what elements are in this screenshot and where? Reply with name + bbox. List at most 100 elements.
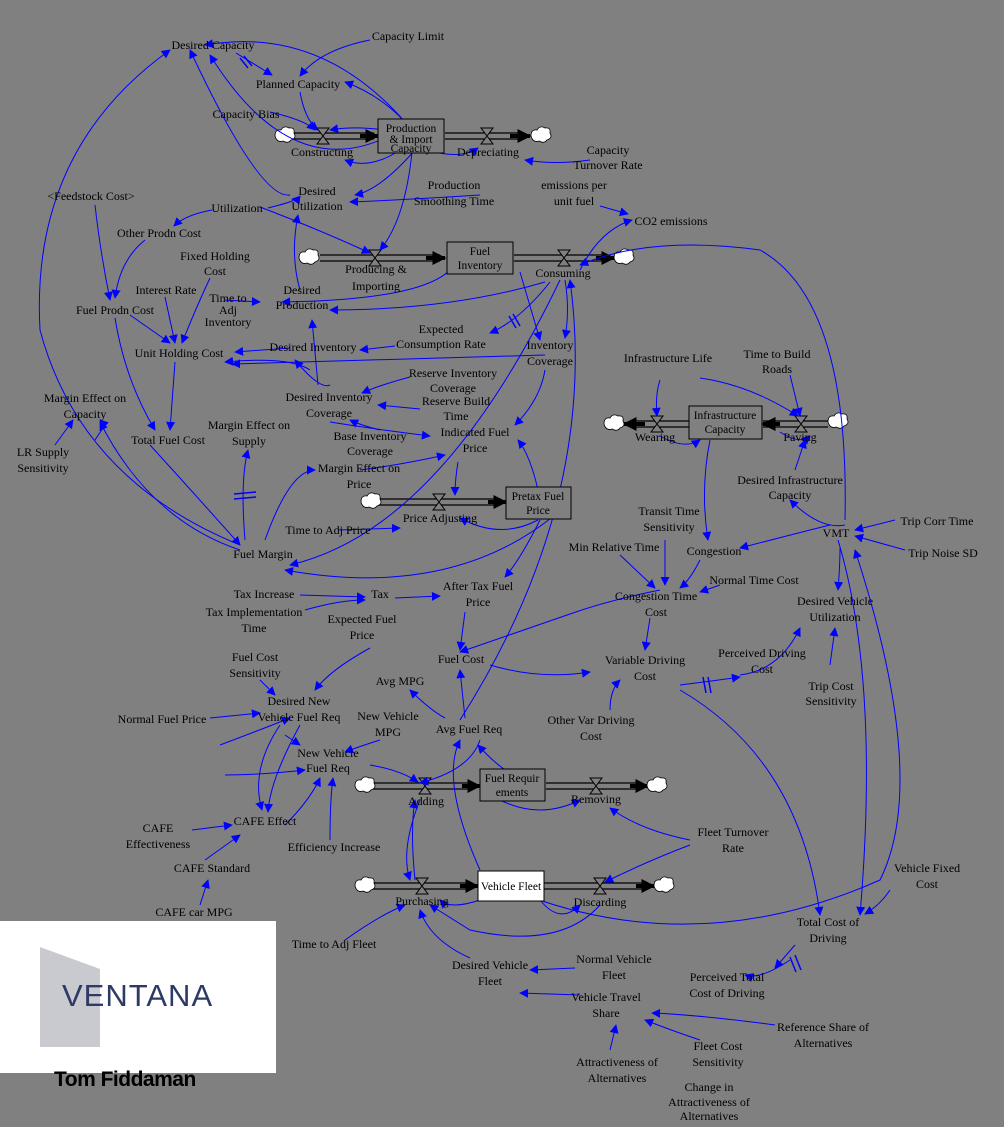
label-normal-fuel-price: Normal Fuel Price <box>118 712 207 726</box>
svg-text:Price: Price <box>347 477 372 491</box>
svg-text:Time: Time <box>242 621 267 635</box>
label-congestion: Congestion <box>687 544 742 558</box>
svg-text:MPG: MPG <box>375 725 401 739</box>
label-fuel-cost: Fuel Cost <box>438 652 485 666</box>
svg-text:Capacity: Capacity <box>705 424 746 436</box>
svg-text:Reserve Inventory: Reserve Inventory <box>409 366 497 380</box>
svg-text:After Tax Fuel: After Tax Fuel <box>443 579 514 593</box>
svg-text:Supply: Supply <box>232 434 266 448</box>
label-avg-mpg: Avg MPG <box>376 674 425 688</box>
label-wearing: Wearing <box>635 430 675 444</box>
stock-pretax-fuel-price[interactable]: Pretax Fuel Price <box>505 486 572 520</box>
svg-text:Variable Driving: Variable Driving <box>605 653 685 667</box>
svg-text:Reserve Build: Reserve Build <box>422 394 490 408</box>
svg-text:Other Var Driving: Other Var Driving <box>547 713 634 727</box>
svg-text:Coverage: Coverage <box>430 381 476 395</box>
svg-text:Infrastructure: Infrastructure <box>694 410 757 422</box>
svg-text:Vehicle Fuel Req: Vehicle Fuel Req <box>258 710 341 724</box>
cloud-icon <box>298 248 320 265</box>
svg-text:Indicated Fuel: Indicated Fuel <box>441 425 511 439</box>
svg-text:Turnover Rate: Turnover Rate <box>573 158 642 172</box>
variable-labels: Desired Capacity Capacity Limit Planned … <box>17 29 978 1123</box>
label-time-to-adj-fleet: Time to Adj Fleet <box>292 937 377 951</box>
svg-text:Alternatives: Alternatives <box>680 1109 739 1123</box>
svg-text:Cost: Cost <box>751 662 774 676</box>
stock-production-capacity[interactable]: Production & Import Capacity <box>377 118 445 155</box>
svg-text:Smoothing Time: Smoothing Time <box>414 194 494 208</box>
clouds <box>274 126 849 893</box>
svg-text:Margin Effect on: Margin Effect on <box>208 418 290 432</box>
svg-text:Fleet: Fleet <box>478 974 503 988</box>
svg-text:Inventory: Inventory <box>458 260 503 272</box>
label-price-adjusting: Price Adjusting <box>403 511 477 525</box>
svg-text:Change in: Change in <box>685 1080 734 1094</box>
svg-text:Producing &: Producing & <box>345 262 407 276</box>
svg-text:Fleet Turnover: Fleet Turnover <box>697 825 768 839</box>
svg-text:Effectiveness: Effectiveness <box>126 837 191 851</box>
svg-text:Time: Time <box>444 409 469 423</box>
label-consuming: Consuming <box>535 266 590 280</box>
cloud-icon <box>653 876 675 893</box>
svg-text:New Vehicle: New Vehicle <box>297 746 358 760</box>
label-unit-holding-cost: Unit Holding Cost <box>135 346 224 360</box>
label-trip-corr-time: Trip Corr Time <box>901 514 974 528</box>
label-avg-fuel-req: Avg Fuel Req <box>436 722 502 736</box>
label-other-prodn-cost: Other Prodn Cost <box>117 226 202 240</box>
label-capacity-bias: Capacity Bias <box>213 107 280 121</box>
svg-text:Capacity: Capacity <box>769 488 812 502</box>
svg-text:Price: Price <box>466 595 491 609</box>
svg-text:Sensitivity: Sensitivity <box>643 520 694 534</box>
stock-fuel-inventory[interactable]: Fuel Inventory <box>446 241 514 275</box>
flow-valves <box>316 127 808 895</box>
label-total-fuel-cost: Total Fuel Cost <box>131 433 205 447</box>
svg-text:Capacity: Capacity <box>64 407 107 421</box>
svg-text:Margin Effect on: Margin Effect on <box>318 461 400 475</box>
stock-infrastructure-capacity[interactable]: Infrastructure Capacity <box>688 405 763 440</box>
svg-text:Vehicle Fixed: Vehicle Fixed <box>894 861 960 875</box>
label-cafe-car-mpg: CAFE car MPG <box>155 905 233 919</box>
svg-text:Cost: Cost <box>916 877 939 891</box>
svg-text:Sensitivity: Sensitivity <box>805 694 856 708</box>
logo-window-icon <box>40 947 100 1047</box>
svg-text:Vehicle Fleet: Vehicle Fleet <box>481 881 542 893</box>
svg-text:unit fuel: unit fuel <box>554 194 595 208</box>
svg-text:Coverage: Coverage <box>527 354 573 368</box>
svg-text:Time to Build: Time to Build <box>744 347 811 361</box>
label-cafe-standard: CAFE Standard <box>174 861 250 875</box>
svg-text:Price: Price <box>350 628 375 642</box>
stock-fuel-requirements[interactable]: Fuel Requir ements <box>479 768 546 802</box>
svg-text:Sensitivity: Sensitivity <box>17 461 68 475</box>
svg-text:Production: Production <box>428 178 481 192</box>
label-desired-capacity: Desired Capacity <box>172 38 255 52</box>
svg-text:Transit Time: Transit Time <box>638 504 699 518</box>
stocks: Production & Import Capacity Fuel Invent… <box>377 118 763 902</box>
svg-text:Production: Production <box>386 123 437 135</box>
label-cafe-effect: CAFE Effect <box>234 814 297 828</box>
svg-text:Share: Share <box>592 1006 619 1020</box>
stock-vehicle-fleet[interactable]: Vehicle Fleet <box>477 870 545 902</box>
label-time-to-adj-price: Time to Adj Price <box>285 523 370 537</box>
label-capacity-limit: Capacity Limit <box>372 29 445 43</box>
valve-price-adjusting <box>432 493 446 511</box>
label-infrastructure-life: Infrastructure Life <box>624 351 712 365</box>
svg-text:Cost: Cost <box>204 264 227 278</box>
svg-text:Consumption Rate: Consumption Rate <box>396 337 486 351</box>
valve-paving <box>794 415 808 433</box>
svg-text:Desired Inventory: Desired Inventory <box>286 390 373 404</box>
svg-text:Coverage: Coverage <box>347 444 393 458</box>
svg-text:Fuel Cost: Fuel Cost <box>232 650 279 664</box>
label-trip-noise-sd: Trip Noise SD <box>908 546 978 560</box>
svg-text:Attractiveness of: Attractiveness of <box>576 1055 658 1069</box>
svg-text:Price: Price <box>463 441 488 455</box>
label-normal-time-cost: Normal Time Cost <box>709 573 799 587</box>
svg-text:emissions per: emissions per <box>541 178 607 192</box>
svg-text:Fixed Holding: Fixed Holding <box>180 249 250 263</box>
label-feedstock-cost: <Feedstock Cost> <box>47 189 134 203</box>
svg-text:Utilization: Utilization <box>809 610 860 624</box>
label-fuel-margin: Fuel Margin <box>233 547 292 561</box>
valve-removing <box>589 777 603 795</box>
svg-text:CAFE: CAFE <box>143 821 174 835</box>
label-vmt: VMT <box>823 526 850 540</box>
delay-marks <box>233 55 802 973</box>
